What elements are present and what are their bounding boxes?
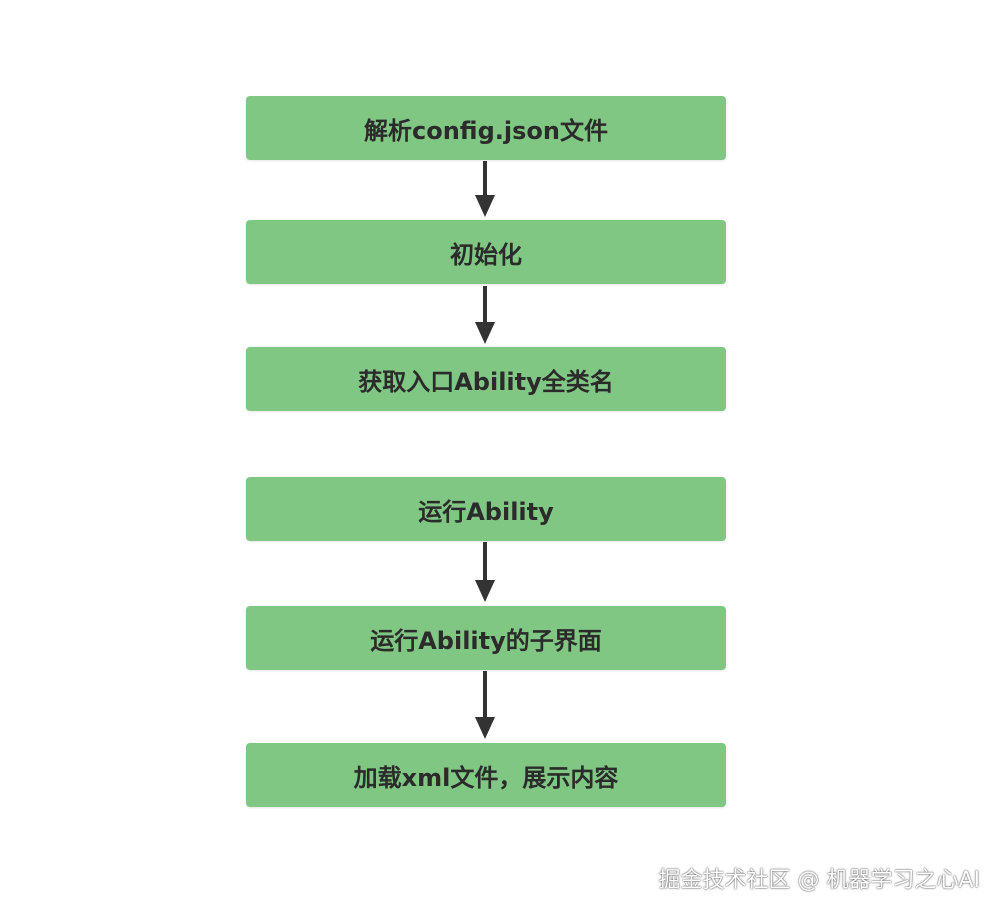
flow-step-initialize: 初始化	[246, 220, 726, 284]
flow-step-label: 初始化	[450, 240, 522, 269]
flow-step-label: 运行Ability	[418, 497, 554, 526]
flow-step-get-entry-ability: 获取入口Ability全类名	[246, 347, 726, 411]
flow-step-run-ability-slice: 运行Ability的子界面	[246, 606, 726, 670]
watermark-text: 掘金技术社区 @ 机器学习之心AI	[658, 868, 980, 893]
flow-step-run-ability: 运行Ability	[246, 477, 726, 541]
flow-step-parse-config: 解析config.json文件	[246, 96, 726, 160]
flow-step-label: 加载xml文件，展示内容	[353, 763, 619, 792]
flow-step-label: 运行Ability的子界面	[370, 626, 602, 655]
flow-step-label: 解析config.json文件	[364, 116, 608, 145]
flow-step-load-xml: 加载xml文件，展示内容	[246, 743, 726, 807]
flow-step-label: 获取入口Ability全类名	[358, 367, 614, 396]
